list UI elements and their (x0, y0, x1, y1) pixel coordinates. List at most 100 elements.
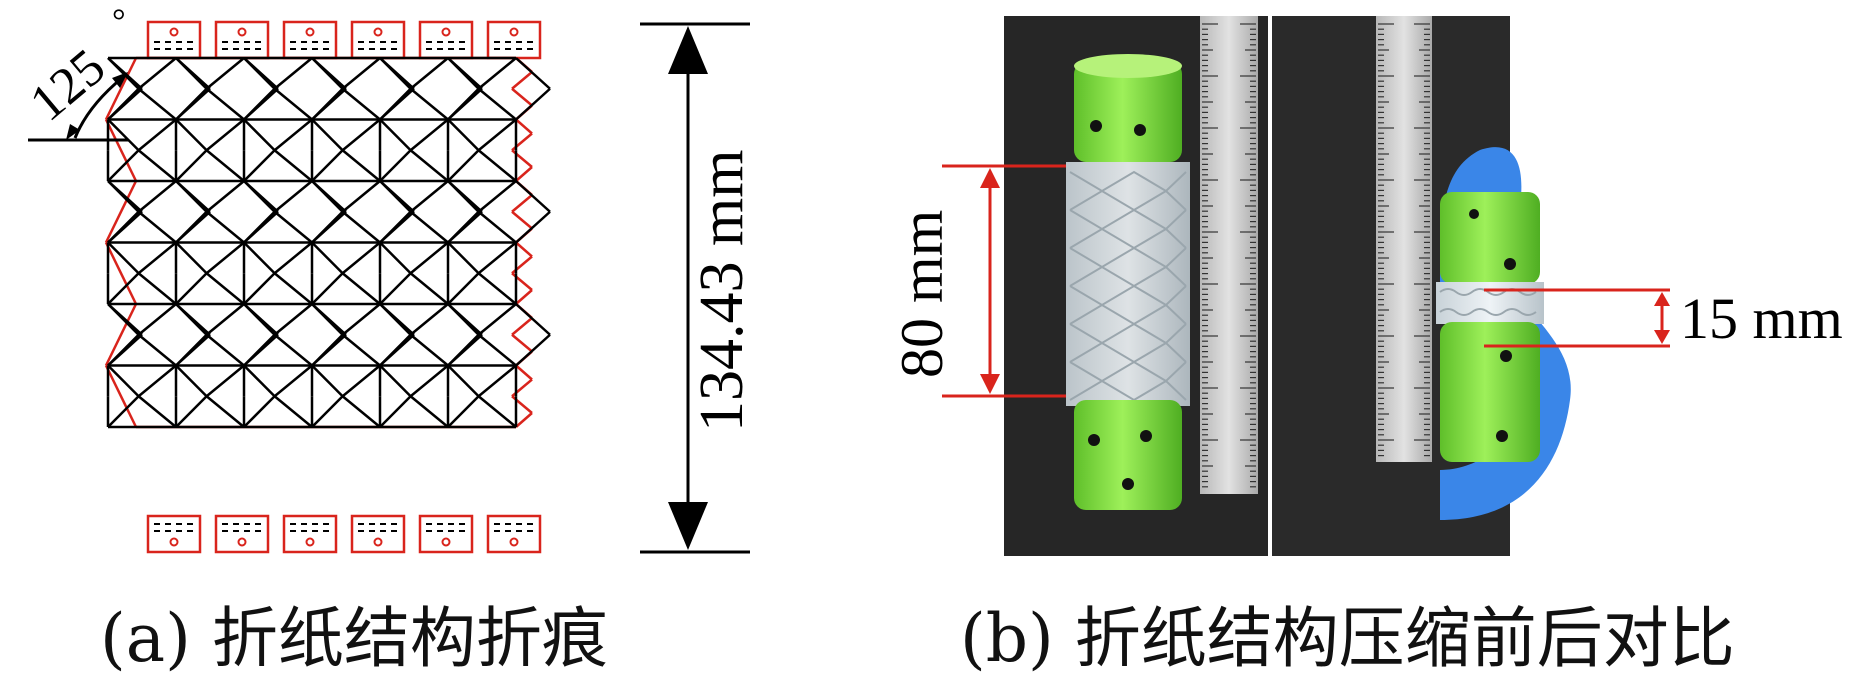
left-outline (104, 364, 138, 428)
diagonal-crease (205, 395, 245, 428)
tab-hole (441, 537, 451, 547)
diagonal-crease (477, 87, 517, 121)
diagonal-crease (273, 364, 313, 398)
diagonal-crease (409, 272, 449, 305)
column-crease (243, 333, 279, 367)
tab-hole (169, 537, 179, 547)
diagonal-crease (341, 57, 381, 90)
diagonal-crease (341, 272, 381, 305)
column-crease (447, 57, 483, 90)
angle-arrowhead-right (112, 72, 128, 88)
column-crease (515, 303, 551, 336)
top-green-cap (1074, 62, 1182, 162)
diagonal-crease (137, 180, 177, 213)
diagonal-crease (341, 118, 381, 152)
diagonal-crease (107, 149, 140, 182)
mount-tab (282, 514, 338, 554)
screw-hole (1122, 478, 1134, 490)
diagonal-crease (447, 272, 480, 305)
left-outline (104, 303, 138, 367)
diagonal-crease (477, 303, 517, 336)
diagonal-crease (273, 149, 313, 182)
diagonal-crease (409, 180, 449, 213)
diagonal-crease (447, 241, 480, 275)
diagonal-crease (137, 303, 177, 336)
tab-hole (509, 537, 519, 547)
screw-hole (1504, 258, 1516, 270)
column-crease (515, 333, 551, 367)
diagonal-crease (137, 87, 177, 121)
column-crease (311, 57, 347, 90)
dimension-arrow-down (668, 502, 708, 550)
compressed-tube (1436, 192, 1544, 462)
tab-hole (373, 537, 383, 547)
diagonal-crease (243, 241, 276, 275)
column-crease (311, 210, 347, 244)
column-crease (311, 333, 347, 367)
right-outline (511, 87, 533, 107)
column-crease (379, 303, 415, 336)
diagonal-crease (341, 87, 381, 121)
diagonal-crease (243, 364, 276, 398)
column-crease (107, 180, 143, 213)
arrowhead (1654, 330, 1670, 344)
diagonal-crease (477, 395, 517, 428)
column-crease (243, 87, 279, 121)
diagonal-crease (409, 57, 449, 90)
diagonal-crease (205, 241, 245, 275)
arrowhead (980, 374, 1000, 394)
column-crease (107, 333, 143, 367)
mount-tab (486, 20, 542, 60)
column-crease (515, 180, 551, 213)
left-outline (104, 118, 138, 182)
diagonal-crease (447, 364, 480, 398)
ruler-right (1376, 16, 1432, 462)
right-outline (515, 241, 533, 258)
diagonal-crease (137, 57, 177, 90)
diagonal-crease (447, 118, 480, 152)
diagonal-crease (205, 303, 245, 336)
crease-pattern-diagram: 125 ° 134.43 mm (20, 3, 756, 554)
caption-a: (a) 折纸结构折痕 (100, 600, 608, 677)
diagonal-crease (205, 364, 245, 398)
diagonal-crease (379, 272, 412, 305)
ruler-left-ticks (1202, 23, 1256, 488)
tab-hole (305, 537, 315, 547)
column-crease (379, 87, 415, 121)
diagonal-crease (379, 395, 412, 428)
diagonal-crease (273, 241, 313, 275)
diagonal-crease (409, 210, 449, 244)
right-outline (515, 289, 533, 305)
diagonal-crease (243, 118, 276, 152)
diagonal-crease (273, 395, 313, 428)
diagonal-crease (447, 149, 480, 182)
diagonal-crease (175, 118, 208, 152)
diagonal-crease (409, 303, 449, 336)
column-crease (175, 180, 211, 213)
right-outline (515, 412, 533, 428)
mount-tab (486, 514, 542, 554)
diagonal-crease (175, 241, 208, 275)
column-crease (243, 57, 279, 90)
right-outline (515, 118, 533, 135)
caption-b: (b) 折纸结构压缩前后对比 (960, 600, 1735, 677)
diagonal-crease (477, 57, 517, 90)
diagonal-crease (205, 180, 245, 213)
diagonal-crease (273, 87, 313, 121)
screw-hole (1090, 120, 1102, 132)
column-crease (515, 210, 551, 244)
length-after-label: 15 mm (1680, 286, 1843, 351)
compressed-top-cap (1440, 192, 1540, 284)
panel-b-compression-comparison: 80 mm 15 mm (b) 折纸结构压缩前后对比 (880, 0, 1862, 677)
diagonal-crease (409, 333, 449, 367)
length-before-label: 80 mm (889, 210, 955, 378)
mount-tab (146, 20, 202, 60)
column-crease (243, 180, 279, 213)
column-crease (243, 210, 279, 244)
column-crease (311, 87, 347, 121)
diagonal-crease (107, 395, 140, 428)
diagonal-crease (409, 149, 449, 182)
diagonal-crease (311, 395, 344, 428)
ruler-left (1200, 16, 1258, 494)
column-crease (175, 57, 211, 90)
